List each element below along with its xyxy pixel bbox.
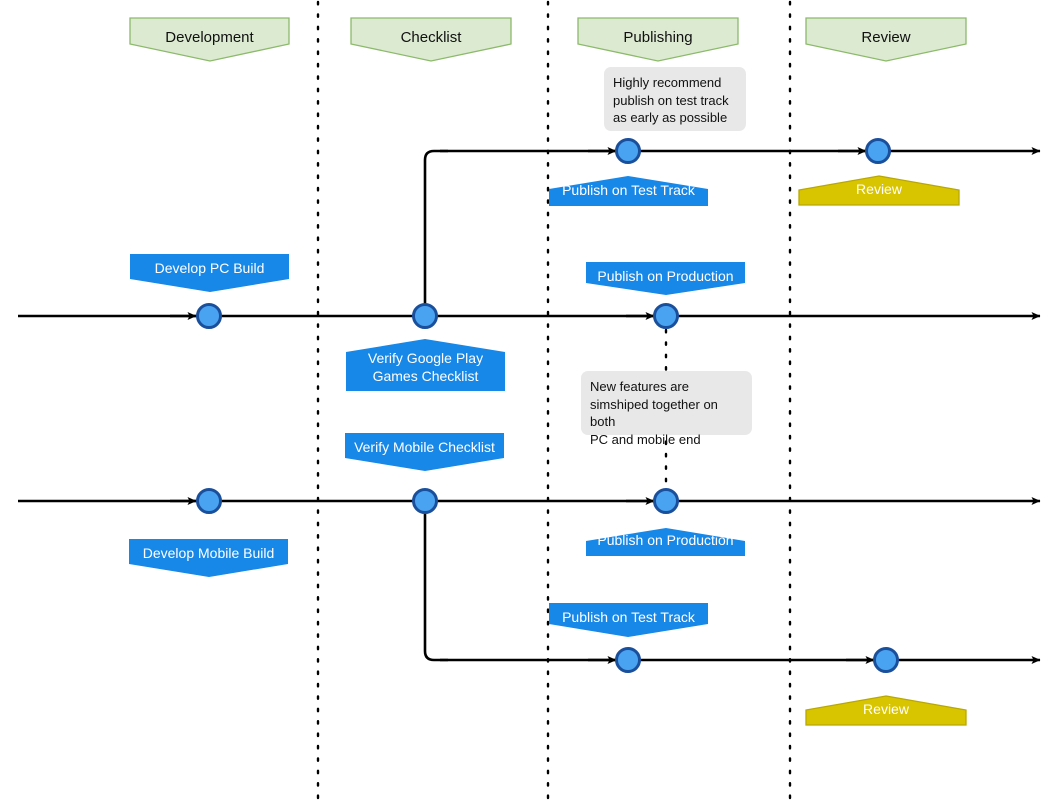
banner-label-line-2: Games Checklist xyxy=(372,368,479,384)
node-verify-mobile-checklist[interactable] xyxy=(412,488,438,514)
banner-label-review-bottom: Review xyxy=(863,701,909,717)
banner-shape-review-top xyxy=(798,175,960,206)
milestone-nodes xyxy=(196,138,899,673)
banner-publish-on-test-track-mobile[interactable]: Publish on Test Track xyxy=(549,603,708,637)
banner-shape-publish-on-test-track-mobile xyxy=(549,603,708,637)
branch-connectors xyxy=(423,149,448,662)
node-verify-google-play-games-checklist[interactable] xyxy=(412,303,438,329)
lane-header-checklist[interactable]: Checklist xyxy=(351,18,511,61)
lane-header-shape-publishing xyxy=(577,17,739,62)
banner-shape-verify-google-play-games-checklist xyxy=(346,339,505,391)
banner-label-verify-google-play-games-checklist: Verify Google Play Games Checklist xyxy=(346,349,505,385)
note-simship-line-1: New features are xyxy=(590,379,689,394)
banner-shapes xyxy=(129,175,967,726)
lane-header-label-development: Development xyxy=(165,29,254,46)
lane-separators xyxy=(316,0,792,802)
banner-label-publish-on-production-pc: Publish on Production xyxy=(597,268,734,284)
node-publish-production-mobile[interactable] xyxy=(653,488,679,514)
note-simship-line-3: PC and mobile end xyxy=(590,431,701,447)
note-simship-line-2: simshiped together on both xyxy=(590,396,718,430)
lane-header-label-checklist: Checklist xyxy=(400,29,462,46)
timeline-arrows xyxy=(18,147,1041,664)
node-publish-test-track-pc[interactable] xyxy=(615,138,641,164)
branch-pc-checklist-to-test-track xyxy=(423,149,448,316)
node-develop-pc-build[interactable] xyxy=(196,303,222,329)
note-test-track-line-2: publish on test track xyxy=(613,92,729,108)
banner-develop-mobile-build[interactable]: Develop Mobile Build xyxy=(129,539,288,577)
lane-header-publishing[interactable]: Publishing xyxy=(578,18,738,61)
banner-label-publish-on-test-track-pc: Publish on Test Track xyxy=(562,182,695,198)
node-publish-test-track-mobile[interactable] xyxy=(615,647,641,673)
lane-header-label-review: Review xyxy=(861,29,911,46)
banner-shape-publish-on-production-mobile xyxy=(586,528,745,556)
node-develop-mobile-build[interactable] xyxy=(196,488,222,514)
banner-label-publish-on-test-track-mobile: Publish on Test Track xyxy=(562,609,695,625)
lane-header-development[interactable]: Development xyxy=(130,18,289,61)
banner-publish-on-production-mobile[interactable]: Publish on Production xyxy=(586,528,745,556)
node-review-pc[interactable] xyxy=(865,138,891,164)
lane-header-shape-review xyxy=(805,17,967,62)
banner-shape-develop-pc-build xyxy=(130,254,289,292)
lane-header-shapes xyxy=(129,17,967,62)
branch-mobile-checklist-to-test-track xyxy=(423,501,448,662)
banner-develop-pc-build[interactable]: Develop PC Build xyxy=(130,254,289,292)
banner-shape-verify-mobile-checklist xyxy=(345,433,504,471)
note-test-track[interactable]: Highly recommend publish on test track a… xyxy=(604,67,746,131)
banner-label-verify-mobile-checklist: Verify Mobile Checklist xyxy=(354,439,495,455)
banner-publish-on-production-pc[interactable]: Publish on Production xyxy=(586,262,745,295)
node-review-mobile[interactable] xyxy=(873,647,899,673)
note-simship[interactable]: New features are simshiped together on b… xyxy=(581,371,752,447)
banner-publish-on-test-track-pc[interactable]: Publish on Test Track xyxy=(549,176,708,206)
banner-label-develop-mobile-build: Develop Mobile Build xyxy=(142,545,275,561)
node-publish-production-pc[interactable] xyxy=(653,303,679,329)
note-test-track-line-3: as early as possible xyxy=(613,110,728,125)
banner-label-develop-pc-build: Develop PC Build xyxy=(154,260,265,276)
note-test-track-line-1: Highly recommend xyxy=(613,75,722,90)
banner-shape-develop-mobile-build xyxy=(129,539,288,577)
banner-review-bottom[interactable]: Review xyxy=(806,696,966,725)
lane-header-shape-checklist xyxy=(350,17,512,62)
banner-review-top[interactable]: Review xyxy=(799,176,959,205)
banner-shape-publish-on-production-pc xyxy=(586,262,745,295)
banner-verify-mobile-checklist[interactable]: Verify Mobile Checklist xyxy=(345,433,504,471)
banner-label-review-top: Review xyxy=(856,181,902,197)
banner-shape-publish-on-test-track-pc xyxy=(549,176,708,206)
banner-label-publish-on-production-mobile: Publish on Production xyxy=(597,532,734,548)
timeline-midpoint-arrowheads xyxy=(170,147,875,664)
banner-shape-review-bottom xyxy=(805,695,967,726)
banner-label-line-1: Verify Google Play xyxy=(367,350,484,366)
banner-verify-google-play-games-checklist[interactable]: Verify Google Play Games Checklist xyxy=(346,339,505,391)
lane-header-shape-development xyxy=(129,17,290,62)
lane-header-label-publishing: Publishing xyxy=(623,29,693,46)
lane-header-review[interactable]: Review xyxy=(806,18,966,61)
